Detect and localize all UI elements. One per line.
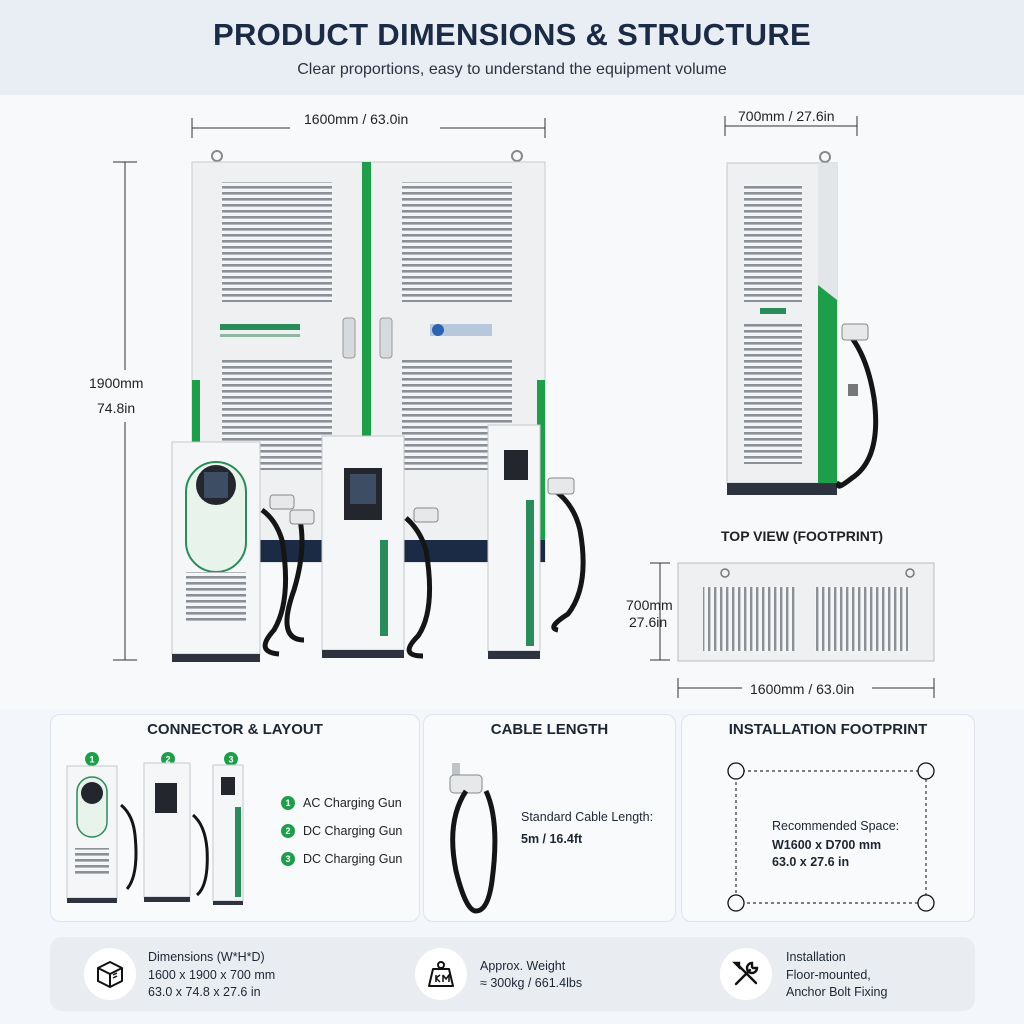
cable-panel: CABLE LENGTH Standard Cable Length: 5m /… <box>423 714 676 922</box>
connector-item-3: 3 DC Charging Gun <box>281 852 402 866</box>
dimensions-mm: 1600 x 1900 x 700 mm <box>148 968 276 982</box>
top-depth-dimension-line <box>650 562 670 661</box>
dimensions-in: 63.0 x 74.8 x 27.6 in <box>148 985 261 999</box>
footprint-panel: INSTALLATION FOOTPRINT Recommended Space… <box>681 714 975 922</box>
footprint-illustration <box>727 762 935 912</box>
top-depth-in-label: 27.6in <box>629 614 668 630</box>
top-view-title: TOP VIEW (FOOTPRINT) <box>721 528 884 544</box>
footprint-label: Recommended Space: <box>772 819 900 833</box>
connector-item-2: 2 DC Charging Gun <box>281 824 402 838</box>
front-height-dimension-line <box>85 161 165 661</box>
connector-label-3: DC Charging Gun <box>303 852 403 866</box>
box-icon <box>84 948 136 1000</box>
connector-label-2: DC Charging Gun <box>303 824 403 838</box>
installation-line2: Anchor Bolt Fixing <box>786 985 888 999</box>
top-width-label: 1600mm / 63.0in <box>750 681 855 697</box>
page-subtitle: Clear proportions, easy to understand th… <box>297 61 727 78</box>
side-view-cabinet <box>726 151 879 495</box>
connector-label-1: AC Charging Gun <box>303 796 402 810</box>
front-height-mm-label: 1900mm <box>89 375 144 391</box>
connector-badge-1: 1 <box>281 796 295 810</box>
dc-charger-unit-b <box>487 424 586 659</box>
connector-badge-2: 2 <box>281 824 295 838</box>
connector-layout-illustration: 1 2 3 <box>66 752 244 905</box>
header: PRODUCT DIMENSIONS & STRUCTURE Clear pro… <box>0 0 1024 95</box>
weight-value: ≈ 300kg / 661.4lbs <box>480 976 583 990</box>
top-view-footprint <box>677 562 935 662</box>
svg-text:2: 2 <box>165 755 170 765</box>
connector-item-1: 1 AC Charging Gun <box>281 796 402 810</box>
footprint-panel-title: INSTALLATION FOOTPRINT <box>728 721 928 738</box>
front-height-in-label: 74.8in <box>97 400 136 416</box>
cable-panel-title: CABLE LENGTH <box>490 721 609 738</box>
cable-length-value: 5m / 16.4ft <box>521 832 583 846</box>
footprint-value-in: 63.0 x 27.6 in <box>772 855 850 869</box>
top-depth-mm-label: 700mm <box>626 597 673 613</box>
front-width-dimension-line <box>191 118 546 138</box>
footprint-value-mm: W1600 x D700 mm <box>772 838 882 852</box>
front-width-label: 1600mm / 63.0in <box>304 111 409 127</box>
side-width-dimension-line <box>724 116 858 136</box>
connector-panel-title: CONNECTOR & LAYOUT <box>147 721 323 738</box>
connector-panel: CONNECTOR & LAYOUT 1 2 3 1 AC Charging G… <box>50 714 420 922</box>
svg-text:1: 1 <box>89 755 94 765</box>
side-width-label: 700mm / 27.6in <box>738 108 835 124</box>
info-bar: Dimensions (W*H*D) 1600 x 1900 x 700 mm … <box>50 937 975 1011</box>
cable-illustration <box>449 763 498 914</box>
installation-line1: Floor-mounted, <box>786 968 871 982</box>
weight-icon <box>415 948 467 1000</box>
top-width-dimension-line <box>677 678 935 698</box>
ac-charger-unit <box>171 441 295 662</box>
tools-icon <box>720 948 772 1000</box>
weight-title: Approx. Weight <box>480 959 566 973</box>
dimensions-title: Dimensions (W*H*D) <box>148 950 265 964</box>
installation-title: Installation <box>786 950 846 964</box>
page-title: PRODUCT DIMENSIONS & STRUCTURE <box>212 17 811 52</box>
dc-charger-unit-a <box>284 435 439 659</box>
connector-badge-3: 3 <box>281 852 295 866</box>
cable-length-label: Standard Cable Length: <box>521 810 654 824</box>
svg-text:3: 3 <box>228 755 233 765</box>
